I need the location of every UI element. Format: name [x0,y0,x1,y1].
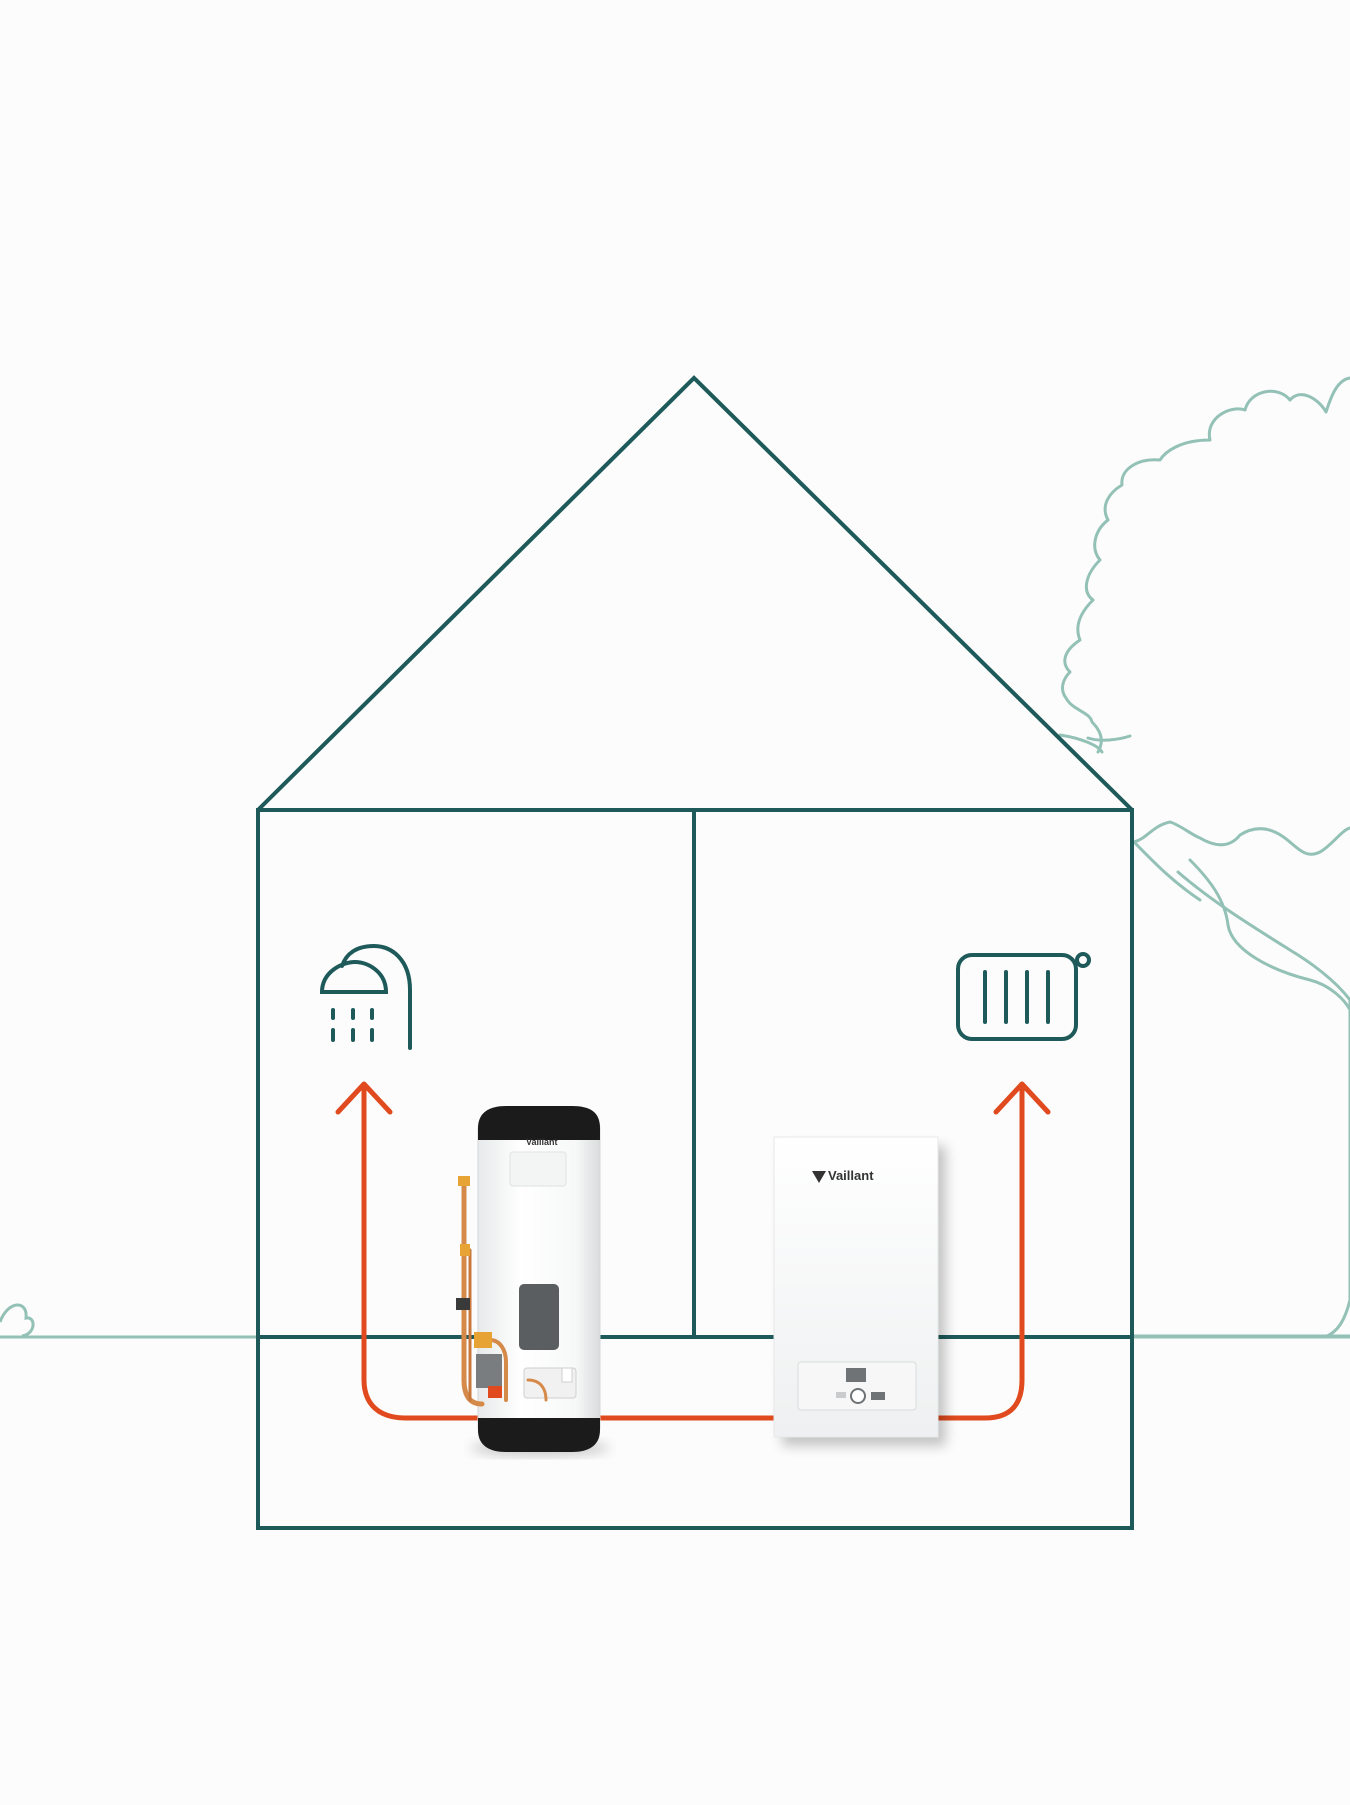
cylinder-label [509,1151,567,1187]
boiler-brand: Vaillant [828,1168,874,1183]
cylinder-brand: Vaillant [526,1137,558,1147]
valve [458,1176,470,1186]
flow-arrows [335,1081,1051,1421]
valve [474,1332,492,1348]
arrow-up-icon [993,1081,1051,1115]
electric-boiler: Vaillant [773,1136,946,1446]
bush-icon [0,1303,35,1338]
vaillant-logo-icon [812,1171,826,1183]
valve [488,1386,502,1398]
arrow-up-icon [335,1081,393,1115]
valve [456,1298,470,1310]
boiler-dial [850,1388,866,1404]
shower-icon [319,943,412,1050]
cylinder-pipework [461,1177,548,1407]
radiator-icon [956,952,1091,1041]
circuit-pipe [361,1085,1025,1421]
boiler-display [846,1368,866,1382]
cylinder-top-cap [478,1106,600,1140]
expansion-valve [476,1354,502,1388]
hot-water-cylinder: Vaillant [456,1106,610,1456]
boiler-control-panel [797,1361,917,1411]
roof-fill [258,380,1130,808]
valve [460,1244,470,1256]
cylinder-panel [519,1284,559,1350]
cylinder-base [478,1418,600,1452]
